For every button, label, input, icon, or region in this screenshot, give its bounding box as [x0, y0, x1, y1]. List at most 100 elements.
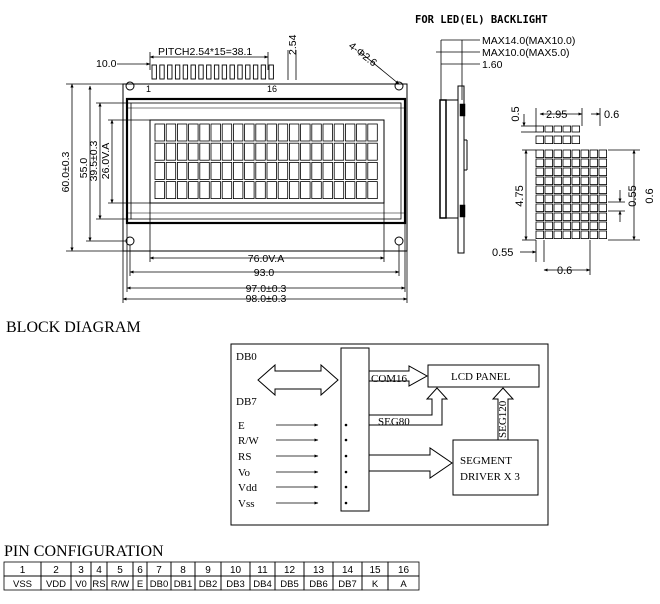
pin-name: K: [372, 579, 379, 590]
char-cell: [221, 161, 233, 180]
char-cell: [367, 142, 378, 161]
char-cell: [188, 161, 199, 180]
char-cell: [244, 123, 255, 142]
label-seg120: SEG120: [497, 400, 509, 438]
pin-name: DB0: [150, 579, 168, 590]
char-cell: [188, 123, 199, 142]
dot: [598, 167, 607, 176]
char-cell: [266, 181, 277, 200]
char-cell: [210, 123, 221, 142]
char-cell: [266, 161, 277, 180]
dot: [535, 203, 544, 212]
char-cell: [300, 123, 311, 142]
dot: [562, 221, 571, 230]
dot: [544, 167, 553, 176]
pin-number: 9: [205, 565, 211, 576]
char-cell: [322, 142, 333, 161]
dot: [553, 158, 562, 167]
char-cell: [344, 181, 356, 200]
dot: [535, 167, 544, 176]
char-cell: [311, 181, 322, 200]
char-cell: [356, 161, 367, 180]
dot: [544, 212, 553, 221]
dot: [571, 149, 580, 158]
char-cell: [165, 142, 177, 161]
char-cell: [165, 123, 177, 142]
controller-block: [340, 347, 370, 512]
dim-max10: MAX10.0(MAX5.0): [482, 47, 570, 59]
label-db0: DB0: [236, 351, 257, 363]
pin-name: DB4: [253, 579, 271, 590]
pin-name: DB3: [226, 579, 244, 590]
pin-hole: [190, 64, 196, 80]
pin-number: 16: [398, 565, 410, 576]
dot: [562, 185, 571, 194]
dot: [589, 194, 598, 203]
label-lcd-panel: LCD PANEL: [451, 371, 510, 383]
dot: [535, 125, 544, 133]
dot: [544, 176, 553, 185]
pin-hole: [174, 64, 181, 80]
char-cell: [266, 123, 277, 142]
pin-number: 3: [78, 565, 84, 576]
dot: [535, 135, 544, 144]
pin-hole: [221, 64, 228, 80]
dot: [544, 194, 553, 203]
pin-name: RS: [92, 579, 105, 590]
signal-label: R/W: [238, 435, 259, 447]
char-cell: [176, 123, 188, 142]
dim-160: 1.60: [482, 59, 503, 71]
dot: [562, 149, 571, 158]
pin-name: DB1: [174, 579, 192, 590]
dot: [544, 158, 553, 167]
dot: [589, 149, 598, 158]
pin-name: V0: [75, 579, 87, 590]
dim-97: 97.0±0.3: [246, 283, 287, 295]
char-cell: [322, 123, 333, 142]
pin-name: A: [400, 579, 407, 590]
mount-hole: [394, 81, 404, 91]
label-com16: COM16: [371, 373, 408, 385]
dot: [535, 185, 544, 194]
pin-hole: [237, 64, 243, 80]
char-cell: [154, 123, 165, 142]
char-cell: [344, 142, 356, 161]
label-seg80: SEG80: [378, 416, 410, 428]
dot: [544, 221, 553, 230]
pin-config-heading: PIN CONFIGURATION: [4, 543, 164, 560]
dot: [589, 176, 598, 185]
mount-hole: [394, 236, 404, 246]
signal-dot: [344, 454, 348, 458]
char-cell: [356, 142, 367, 161]
char-cell: [255, 181, 266, 200]
pin-name: DB6: [309, 579, 327, 590]
dot: [553, 221, 562, 230]
dot: [562, 194, 571, 203]
viewing-area: [149, 119, 385, 204]
control-signal-lines: [276, 423, 348, 505]
char-cell: [311, 123, 322, 142]
dot: [598, 149, 607, 158]
dot: [553, 230, 562, 239]
char-cell: [244, 161, 255, 180]
dim-10: 10.0: [96, 58, 117, 70]
backlight-title: FOR LED(EL) BACKLIGHT: [415, 14, 548, 26]
dot: [589, 203, 598, 212]
dot: [562, 230, 571, 239]
char-cell: [199, 123, 210, 142]
pin-1-label: 1: [146, 84, 151, 94]
dot: [580, 203, 589, 212]
block-diagram: [230, 343, 549, 526]
dot: [553, 125, 562, 133]
pin-header: [151, 64, 274, 80]
pin-hole: [268, 64, 274, 80]
label-driver-1: SEGMENT: [460, 455, 512, 467]
char-cell: [288, 181, 300, 200]
dot: [553, 212, 562, 221]
char-cell: [322, 161, 333, 180]
char-cell: [221, 142, 233, 161]
dot: [589, 185, 598, 194]
pin-number: 2: [53, 565, 59, 576]
char-cell: [333, 181, 345, 200]
char-cell: [277, 181, 289, 200]
